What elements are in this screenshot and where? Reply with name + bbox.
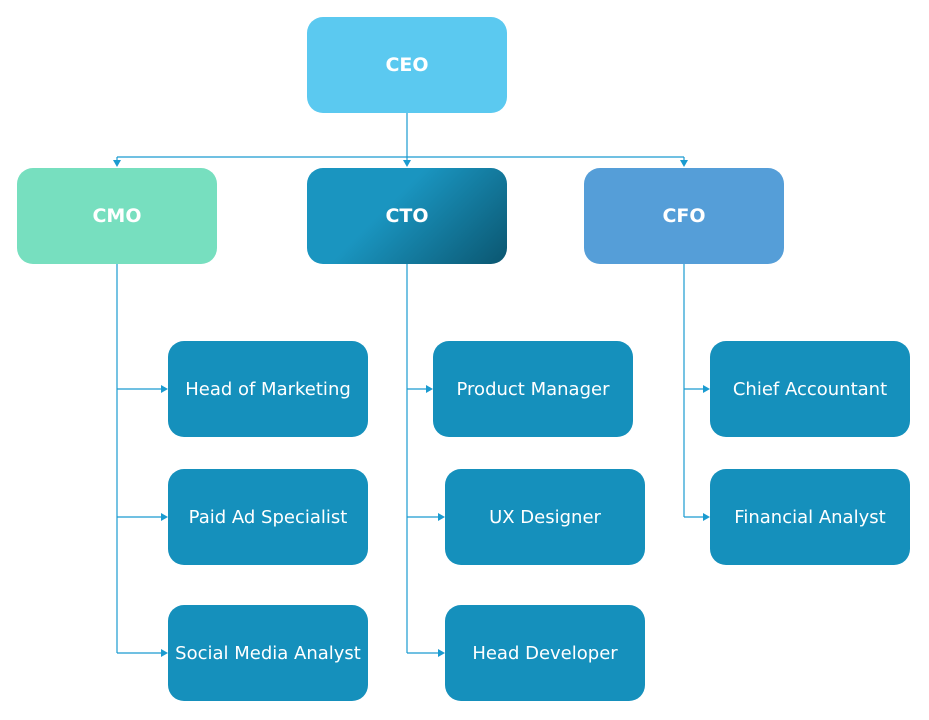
cto-label: CTO [385,205,429,227]
arrowhead-head-of-marketing [161,385,168,393]
head-developer-label: Head Developer [472,642,618,664]
arrowhead-product-manager [426,385,433,393]
head-of-marketing-node: Head of Marketing [168,341,368,437]
arrowhead-financial-analyst [703,513,710,521]
cfo-node: CFO [584,168,784,264]
social-media-analyst-label: Social Media Analyst [175,642,361,664]
product-manager-node: Product Manager [433,341,633,437]
head-of-marketing-label: Head of Marketing [185,378,351,400]
arrowhead-cfo [680,160,688,167]
arrowhead-cto [403,160,411,167]
chief-accountant-label: Chief Accountant [732,378,888,400]
product-manager-label: Product Manager [456,378,610,400]
social-media-analyst-node: Social Media Analyst [168,605,368,701]
arrowhead-head-developer [438,649,445,657]
arrowhead-cmo [113,160,121,167]
chief-accountant-node: Chief Accountant [710,341,910,437]
financial-analyst-label: Financial Analyst [734,506,886,528]
head-developer-node: Head Developer [445,605,645,701]
cmo-label: CMO [92,205,142,227]
ux-designer-label: UX Designer [489,506,601,528]
ux-designer-node: UX Designer [445,469,645,565]
arrowhead-social-media-analyst [161,649,168,657]
cto-node: CTO [307,168,507,264]
ceo-node: CEO [307,17,507,113]
ceo-label: CEO [385,54,429,76]
paid-ad-specialist-node: Paid Ad Specialist [168,469,368,565]
cfo-label: CFO [662,205,706,227]
arrowhead-ux-designer [438,513,445,521]
arrowhead-chief-accountant [703,385,710,393]
arrowhead-paid-ad-specialist [161,513,168,521]
paid-ad-specialist-label: Paid Ad Specialist [188,506,348,528]
financial-analyst-node: Financial Analyst [710,469,910,565]
cmo-node: CMO [17,168,217,264]
